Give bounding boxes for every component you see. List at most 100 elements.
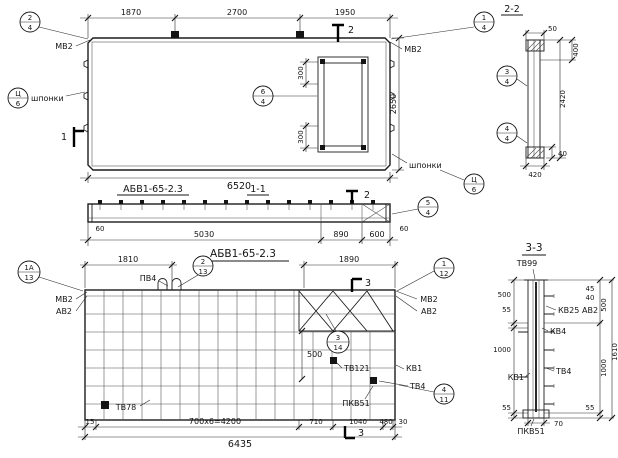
dim-890: 890 — [333, 230, 348, 239]
label-kv25: КВ25 — [558, 306, 579, 315]
dim-1810: 1810 — [118, 255, 138, 264]
section-mark-label: 3 — [358, 428, 364, 439]
section-1-1-title: 1-1 — [250, 184, 266, 195]
dims-3-3-right: 45 40 500 1000 55 1610 — [544, 276, 618, 422]
dim-400: 400 — [572, 43, 580, 56]
label-shponki: шпонки — [31, 94, 64, 103]
label-kv1: КВ1 — [508, 373, 524, 382]
callout-den: 13 — [199, 268, 208, 276]
callout-num: Ц — [471, 176, 477, 184]
dim-left-500: 500 — [498, 291, 511, 299]
dim-2650: 2650 — [389, 94, 398, 114]
dims-rebar-top: 1810 1890 — [80, 255, 399, 288]
section-mark-3-bottom: 3 — [343, 426, 364, 440]
dim-50: 50 — [548, 25, 557, 33]
callout-den: 12 — [440, 270, 449, 278]
callout-num: Ц — [15, 90, 21, 98]
dim-opening: 300 300 — [297, 58, 318, 152]
rebar-title: АБВ1-65-2.3 — [210, 248, 276, 260]
dim-500-text: 500 — [307, 350, 322, 359]
section-mark-label: 2 — [364, 190, 370, 201]
callout-num: 1А — [24, 264, 33, 272]
callout-den: 4 — [505, 135, 510, 143]
dim-15: 15 — [86, 418, 95, 426]
callout-4-11: 4 11 — [398, 383, 455, 405]
label-mv2-right: МВ2 — [389, 41, 422, 54]
keyways-right — [389, 59, 395, 133]
labels-3-3: КВ25 АВ2 КВ4 ТВ4 КВ1 ПКВ51 — [508, 305, 598, 436]
callout-num: 4 — [505, 125, 510, 133]
dim-1950: 1950 — [335, 8, 355, 17]
dim-420: 420 — [528, 171, 541, 179]
callout-2-13: 2 13 — [177, 255, 214, 288]
callout-den: 14 — [334, 344, 343, 352]
callout-num: 2 — [28, 14, 32, 22]
dim-6435: 6435 — [228, 439, 252, 450]
callout-num: 4 — [442, 386, 447, 394]
plan-view: 300 300 1870 2700 1950 6520 2650 2 4 — [7, 8, 495, 195]
section-mark-2-beam: 2 — [346, 189, 370, 203]
rebar-labels: ПВ4 МВ2 АВ2 МВ2 АВ2 ТВ121 КВ1 ТВ4 ПКВ51 … — [55, 274, 437, 412]
dim-right-1000: 1000 — [600, 359, 608, 377]
dim-480: 480 — [379, 418, 392, 426]
callout-5-4: 5 4 — [391, 196, 439, 218]
dim-70: 70 — [524, 418, 563, 428]
label-tv121: ТВ121 — [343, 364, 370, 373]
dim-60-right: 60 — [400, 225, 409, 233]
callout-2-4: 2 4 — [19, 11, 89, 40]
callout-den: 4 — [505, 78, 510, 86]
keyways-left — [83, 59, 89, 133]
dim-45: 45 — [586, 285, 595, 293]
callout-num: 6 — [261, 88, 266, 96]
section-3-3-title: 3-3 — [525, 242, 542, 254]
dim-opening-top: 300 — [297, 66, 305, 79]
rebar-grid — [84, 278, 396, 421]
member-3-3 — [518, 279, 555, 419]
diagonal-braces — [298, 290, 394, 332]
dim-6520: 6520 — [227, 181, 251, 192]
dim-left-55b: 55 — [502, 404, 511, 412]
callout-den: 6 — [16, 100, 21, 108]
panel-outline — [87, 37, 391, 171]
dims-3-3-left: 500 55 1000 55 — [493, 276, 528, 422]
dims-rebar-bottom: 15 700x6=4200 710 1040 480 30 6435 — [78, 417, 407, 450]
dim-40: 40 — [586, 294, 595, 302]
dim-30: 30 — [399, 418, 408, 426]
callout-den: 11 — [440, 396, 449, 404]
anchor-icon — [296, 31, 304, 38]
dim-600: 600 — [369, 230, 384, 239]
dim-2700: 2700 — [227, 8, 247, 17]
reinforcement-plan: АБВ1-65-2.3 1810 1890 1А 13 — [17, 248, 455, 450]
dim-1870: 1870 — [121, 8, 141, 17]
callout-4-4: 4 4 — [496, 122, 528, 144]
dim-500: 500 — [298, 327, 322, 383]
label-kv4: КВ4 — [550, 327, 566, 336]
dim-5030: 5030 — [194, 230, 214, 239]
embed-plate — [330, 357, 337, 364]
beam-outline — [87, 200, 391, 223]
callout-num: 3 — [336, 334, 340, 342]
label-mv2-left: МВ2 — [55, 39, 91, 51]
label-text: МВ2 — [55, 42, 72, 51]
dim-70-text: 70 — [554, 420, 563, 428]
callout-1-4: 1 4 — [390, 11, 495, 40]
label-pv4: ПВ4 — [140, 274, 157, 283]
member-2-2 — [525, 39, 545, 159]
callout-3-4: 3 4 — [496, 65, 528, 87]
label-tv99: ТВ99 — [516, 259, 538, 268]
dim-2420: 2420 — [559, 90, 567, 108]
label-tv78: ТВ78 — [115, 403, 137, 412]
dim-chain-top: 1870 2700 1950 — [80, 8, 398, 38]
label-tv4: ТВ4 — [409, 382, 425, 391]
embed-plate — [101, 401, 109, 409]
callout-3-14: 3 14 — [325, 313, 350, 354]
embed-plate — [370, 377, 377, 384]
dim-left-55: 55 — [502, 306, 511, 314]
dim-1610: 1610 — [611, 343, 618, 361]
section-3-3: 3-3 ТВ99 500 55 1000 55 45 40 50 — [493, 242, 618, 436]
label-pkv51: ПКВ51 — [517, 427, 544, 436]
callout-num: 3 — [505, 68, 509, 76]
callout-num: 1 — [482, 14, 486, 22]
